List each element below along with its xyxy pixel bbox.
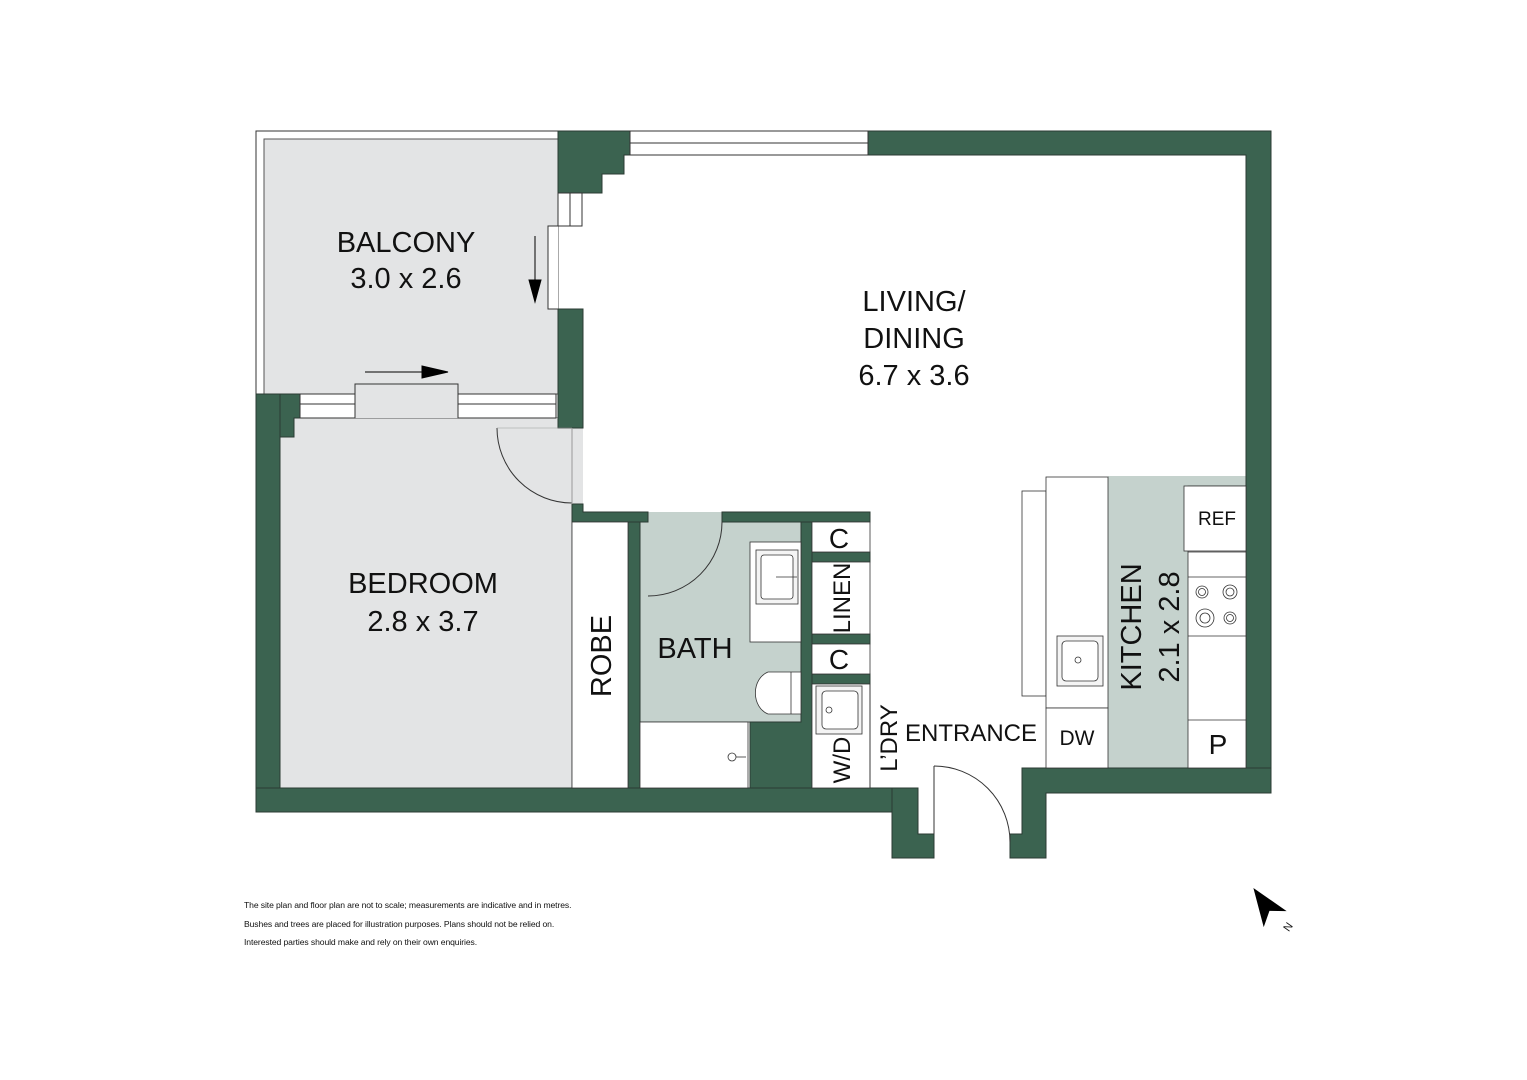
disclaimer-line-3: Interested parties should make and rely … [244,937,478,947]
kitchen-dims: 2.1 x 2.8 [1154,571,1186,682]
bedroom-doorway [556,418,583,504]
north-label: N [1281,921,1295,934]
balcony-label: BALCONY [337,227,476,259]
entrance-label: ENTRANCE [905,720,1037,747]
balcony-dims: 3.0 x 2.6 [350,263,461,295]
living-label-line1: LIVING/ [862,286,966,318]
disclaimer-line-2: Bushes and trees are placed for illustra… [244,918,555,929]
robe-label: ROBE [586,615,618,697]
disclaimer-line-1: The site plan and floor plan are not to … [244,900,572,910]
bath-label: BATH [657,633,732,665]
bath-doorway [648,512,722,524]
laundry-label: L’DRY [876,704,903,772]
pantry-label: P [1209,729,1228,760]
cooktop-icon [1195,584,1238,628]
cupboard-top-label: C [829,523,849,554]
living-dims: 6.7 x 3.6 [858,360,969,392]
cupboards [811,521,871,789]
linen-label: LINEN [829,563,856,634]
washer-dryer-label: W/D [829,737,856,784]
bedroom-area [279,417,573,789]
balcony-area [255,130,559,395]
living-label-line2: DINING [863,323,965,355]
walls [255,130,1272,859]
room-labels: BALCONY 3.0 x 2.6 LIVING/ DINING 6.7 x 3… [337,227,1236,783]
dishwasher-label: DW [1060,727,1095,750]
kitchen-label: KITCHEN [1116,563,1148,690]
bath-fixtures [639,541,802,789]
cupboard-bottom-label: C [829,644,849,675]
disclaimer: The site plan and floor plan are not to … [244,896,572,952]
slide-direction-arrows [365,236,542,379]
door-swings [496,427,1011,843]
bedroom-label: BEDROOM [348,568,498,600]
kitchen-fixtures [1021,476,1247,769]
bedroom-dims: 2.8 x 3.7 [367,606,478,638]
refrigerator-label: REF [1198,509,1236,530]
north-arrow-icon [1253,887,1287,928]
robe-cabinet [571,521,629,789]
windows [299,130,869,419]
sliding-doors [354,225,558,418]
